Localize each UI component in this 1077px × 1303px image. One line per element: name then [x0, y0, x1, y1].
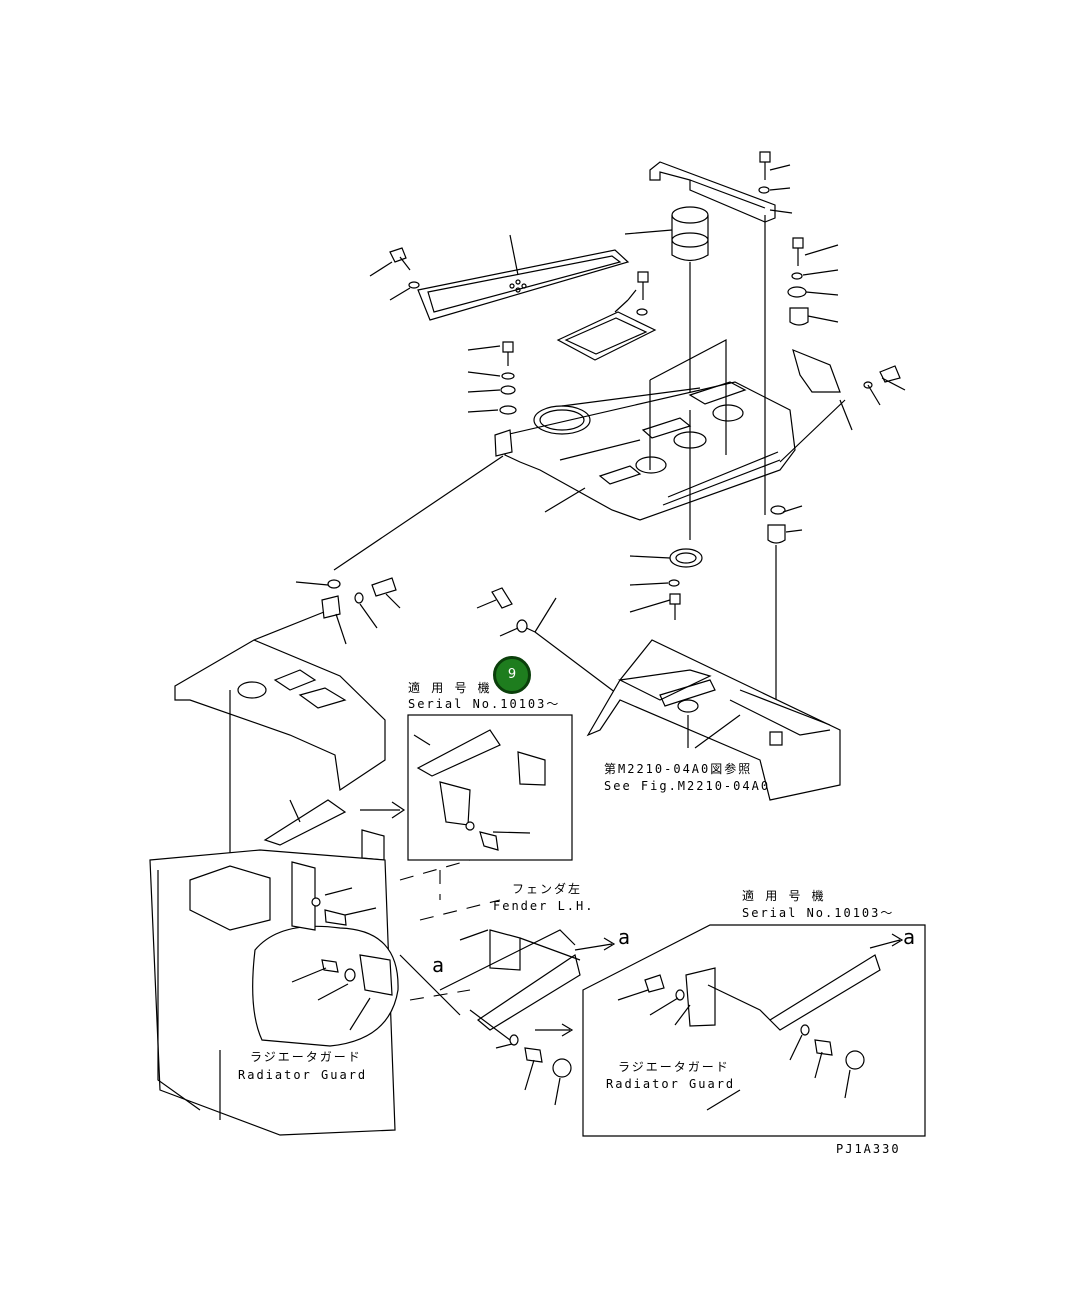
- arrow-label-a-2: a: [618, 925, 631, 949]
- reference-label-jp: 第M2210-04A0図参照: [604, 762, 753, 776]
- radiator-guard-label-right-en: Radiator Guard: [606, 1077, 736, 1091]
- leader-lines-top: [369, 164, 906, 431]
- radiator-guard-left: [149, 849, 501, 1136]
- fender-label-en: Fender L.H.: [493, 899, 595, 913]
- arrow-label-a-3: a: [903, 925, 916, 949]
- inspection-cover-long: [417, 249, 630, 321]
- bolt-and-washer-center: [476, 587, 557, 637]
- top-stay-bracket: [649, 161, 776, 223]
- radiator-guard-label-right-jp: ラジエータガード: [618, 1060, 730, 1074]
- fender-label-jp: フェンダ左: [512, 882, 583, 896]
- floor-plate-left: [174, 639, 386, 860]
- floor-plate-upper: [494, 381, 796, 521]
- reference-label-en: See Fig.M2210-04A0: [604, 779, 771, 793]
- bracket-left-mid: [263, 799, 406, 861]
- serial-label-top-jp: 適 用 号 機: [408, 681, 492, 695]
- serial-box-right: [582, 924, 926, 1137]
- floor-frame-right: [586, 639, 841, 801]
- air-filter-canister: [671, 206, 709, 410]
- side-cover-plate: [792, 348, 841, 393]
- fender-left: [399, 929, 616, 1106]
- serial-label-right-en: Serial No.10103～: [742, 906, 895, 920]
- radiator-guard-label-left-en: Radiator Guard: [238, 1068, 368, 1082]
- bolt-set-top: [389, 151, 901, 415]
- serial-box-top: [407, 714, 573, 861]
- serial-label-top-en: Serial No.10103～: [408, 697, 561, 711]
- callout-9[interactable]: 9: [493, 656, 531, 694]
- serial-label-right-jp: 適 用 号 機: [742, 889, 826, 903]
- arrow-label-a-1: a: [432, 953, 445, 977]
- bracket-left-bolt: [253, 577, 401, 645]
- drawing-code: PJ1A330: [836, 1142, 901, 1156]
- small-cover-plate: [556, 311, 657, 361]
- radiator-guard-label-left-jp: ラジエータガード: [250, 1050, 362, 1064]
- frame-lines-upper: [561, 339, 727, 470]
